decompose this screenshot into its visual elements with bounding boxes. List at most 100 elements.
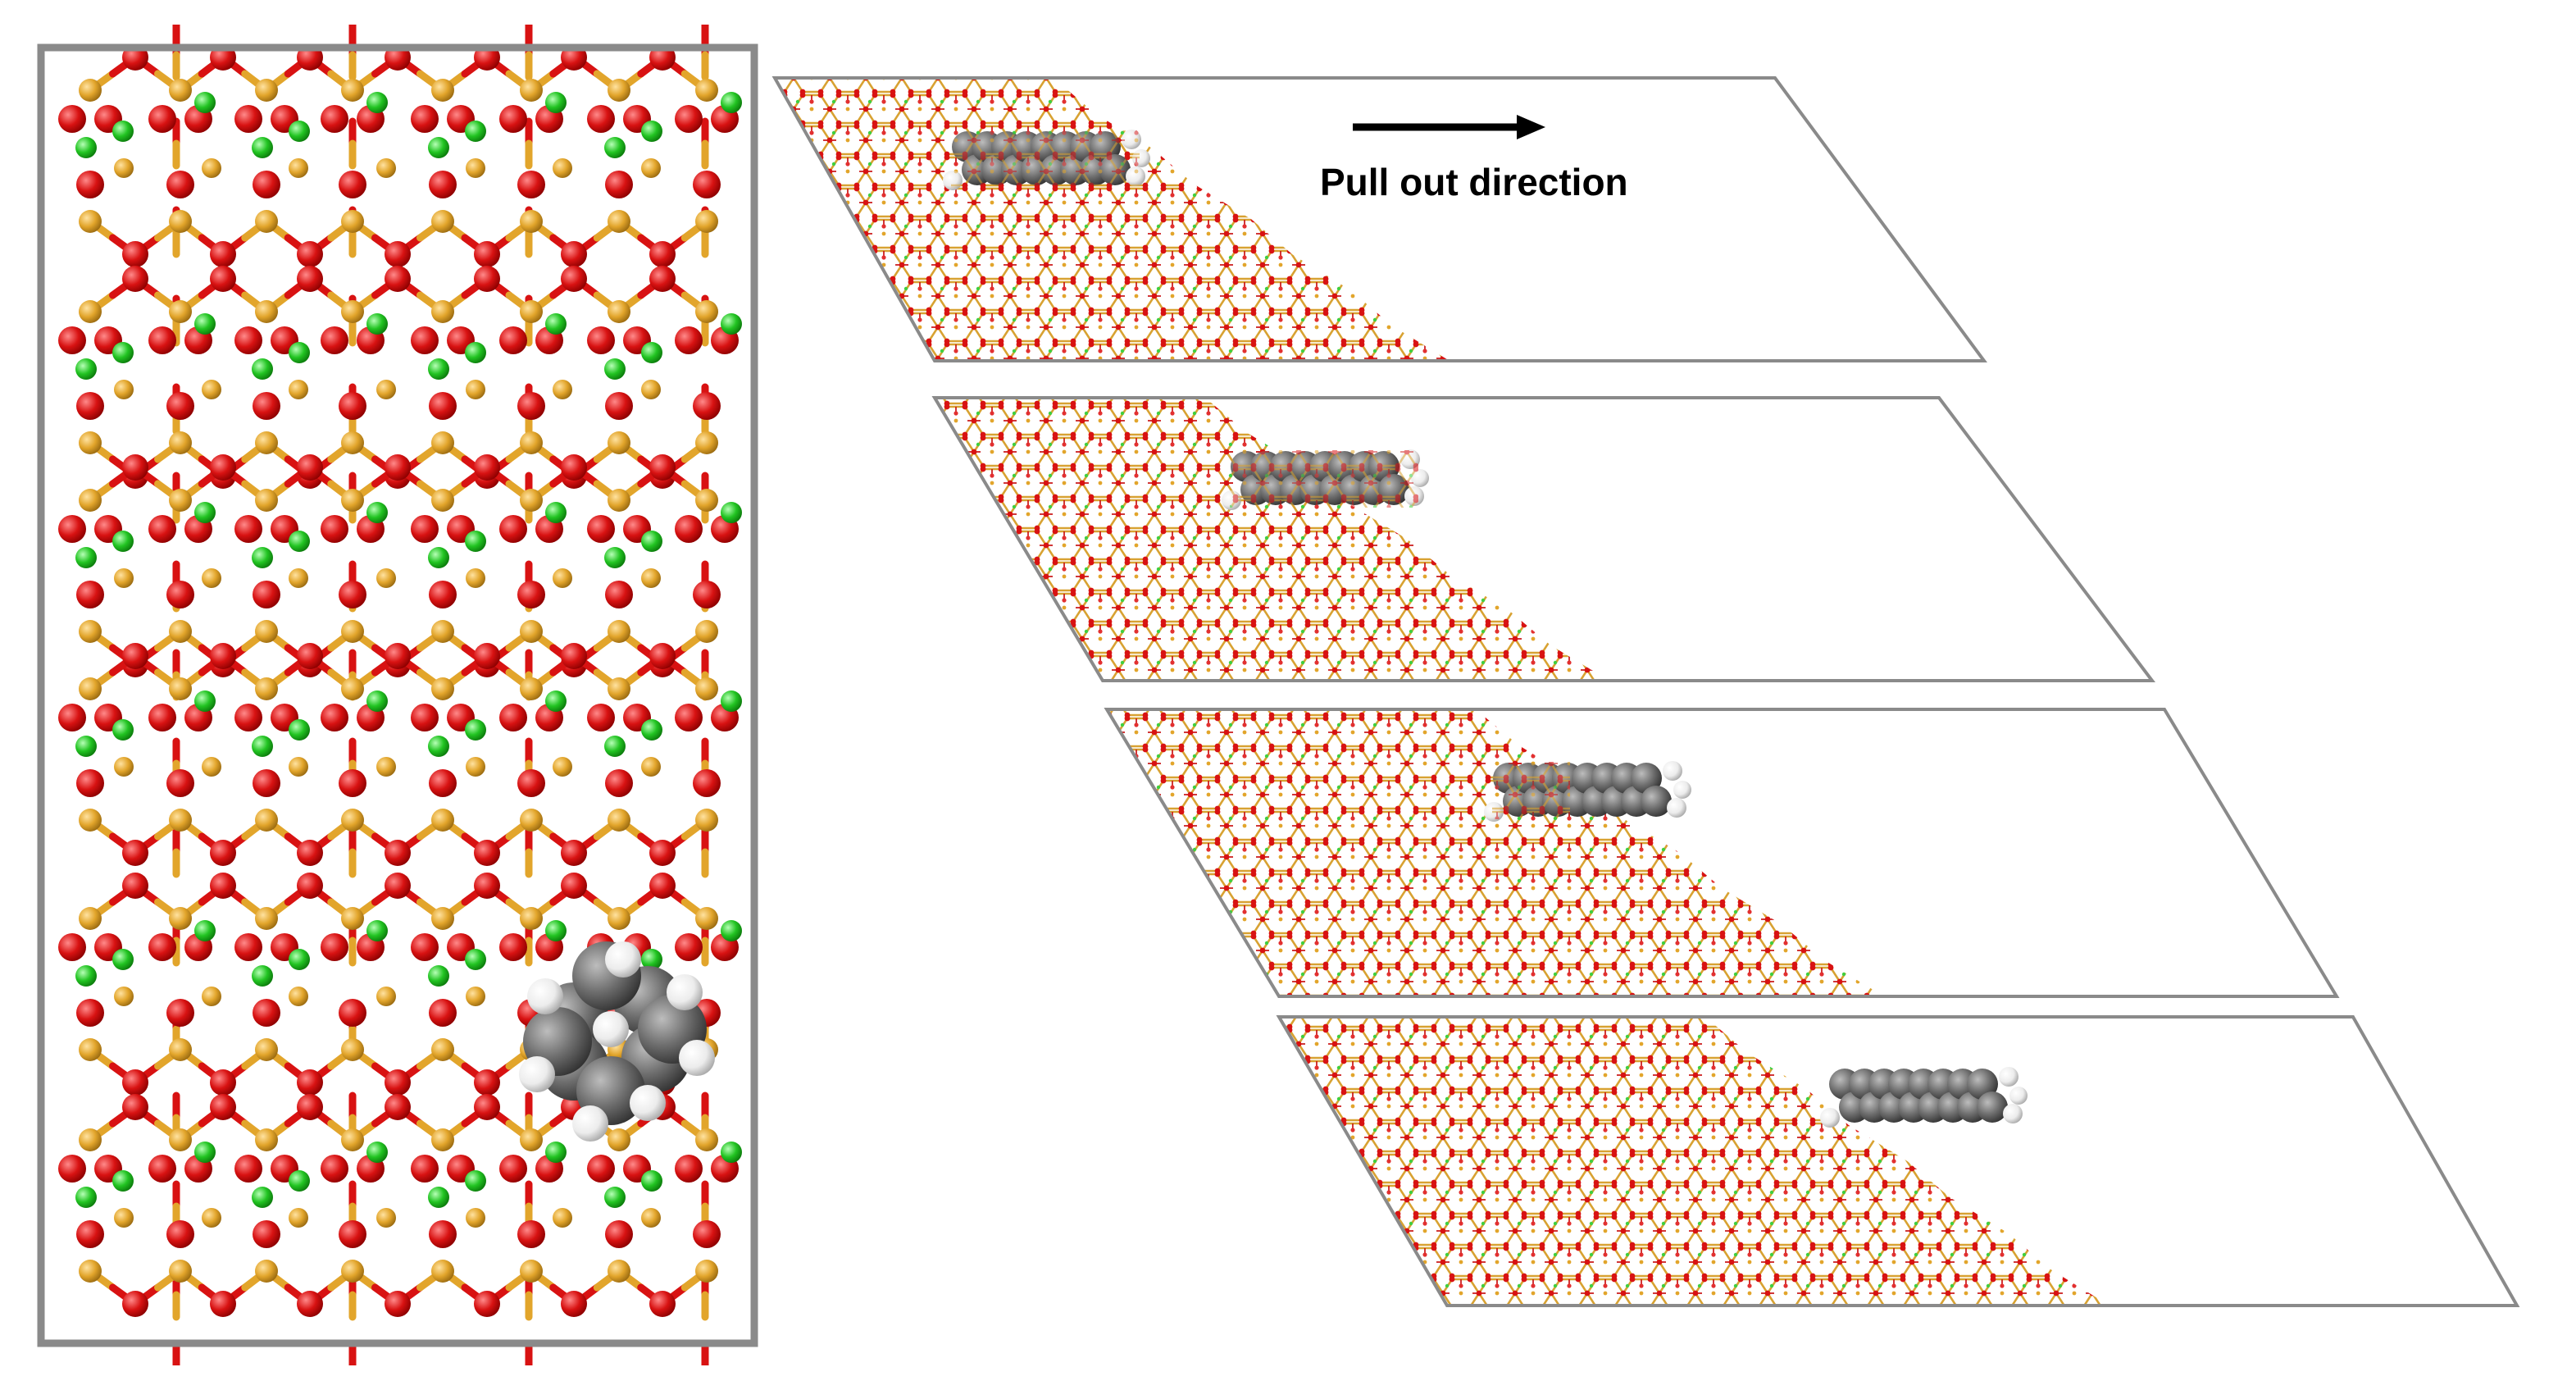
- cation-atom: [545, 313, 567, 335]
- silicon-atom: [695, 300, 718, 323]
- oxygen-atom: [561, 454, 587, 481]
- oxygen-atom: [210, 454, 236, 481]
- silicon-atom: [431, 1260, 454, 1283]
- silicon-atom: [695, 907, 718, 930]
- silicon-atom: [169, 300, 192, 323]
- silicon-atom: [341, 809, 364, 832]
- silicon-atom: [255, 210, 278, 233]
- silicon-atom: [202, 1208, 221, 1228]
- snapshot-panel: [1276, 1015, 2520, 1307]
- silicon-atom: [520, 907, 543, 930]
- silicon-atom: [255, 907, 278, 930]
- silicon-atom: [202, 568, 221, 588]
- cation-atom: [465, 342, 486, 363]
- cation-atom: [194, 920, 216, 941]
- cation-atom: [289, 719, 310, 741]
- silicon-atom: [553, 757, 572, 777]
- oxygen-atom: [76, 999, 104, 1027]
- oxygen-atom: [474, 1094, 500, 1120]
- silicon-atom: [341, 431, 364, 454]
- silicon-atom: [341, 1260, 364, 1283]
- oxygen-atom: [339, 1220, 366, 1248]
- oxygen-atom: [675, 105, 703, 133]
- oxygen-atom: [499, 515, 527, 543]
- cation-atom: [366, 690, 388, 712]
- oxygen-atom: [58, 326, 86, 354]
- silicon-atom: [255, 677, 278, 700]
- silicon-atom: [114, 1208, 134, 1228]
- silicon-atom: [608, 1128, 630, 1151]
- oxygen-atom: [675, 326, 703, 354]
- silicon-atom: [695, 620, 718, 643]
- silicon-atom: [466, 568, 485, 588]
- oxygen-atom: [148, 515, 176, 543]
- oxygen-atom: [474, 241, 500, 267]
- silicon-atom: [341, 300, 364, 323]
- silicon-atom: [289, 380, 308, 399]
- silicon-atom: [169, 907, 192, 930]
- silicon-atom: [553, 568, 572, 588]
- cation-atom: [366, 313, 388, 335]
- cation-atom: [366, 502, 388, 523]
- silicon-atom: [169, 677, 192, 700]
- silicon-atom: [255, 431, 278, 454]
- oxygen-atom: [122, 840, 148, 866]
- oxygen-atom: [166, 171, 194, 198]
- oxygen-atom: [693, 392, 721, 420]
- silicon-atom: [695, 1260, 718, 1283]
- oxygen-atom: [411, 933, 439, 961]
- adsorbed-molecule: [519, 941, 715, 1142]
- silicon-atom: [695, 1128, 718, 1151]
- oxygen-atom: [297, 454, 323, 481]
- oxygen-atom: [429, 999, 457, 1027]
- oxygen-atom: [675, 1155, 703, 1183]
- silicon-atom: [520, 620, 543, 643]
- cation-atom: [366, 920, 388, 941]
- cation-atom: [641, 121, 662, 142]
- silicon-atom: [376, 757, 396, 777]
- silicon-atom: [255, 1038, 278, 1061]
- silicon-atom: [169, 210, 192, 233]
- oxygen-atom: [605, 171, 633, 198]
- cation-atom: [465, 719, 486, 741]
- oxygen-atom: [148, 704, 176, 731]
- oxygen-atom: [411, 326, 439, 354]
- cation-atom: [252, 137, 273, 158]
- silicon-atom: [520, 431, 543, 454]
- silicon-atom: [169, 1260, 192, 1283]
- silicon-atom: [641, 158, 661, 178]
- silicon-atom: [520, 1260, 543, 1283]
- oxygen-atom: [649, 840, 676, 866]
- simulation-cell-border: [1276, 1015, 2520, 1307]
- silicon-atom: [695, 809, 718, 832]
- cation-atom: [194, 313, 216, 335]
- silicon-atom: [255, 620, 278, 643]
- silicon-atom: [641, 380, 661, 399]
- cation-atom: [112, 1170, 134, 1192]
- zeolite-slab: [1107, 709, 1884, 996]
- silicon-atom: [520, 489, 543, 512]
- silicon-atom: [520, 300, 543, 323]
- oxygen-atom: [649, 1291, 676, 1317]
- cation-atom: [545, 690, 567, 712]
- oxygen-atom: [253, 581, 280, 608]
- silicon-atom: [431, 79, 454, 102]
- silicon-atom: [255, 489, 278, 512]
- cation-atom: [428, 1187, 449, 1208]
- cation-atom: [252, 736, 273, 757]
- oxygen-atom: [210, 241, 236, 267]
- cation-atom: [112, 949, 134, 970]
- oxygen-atom: [411, 1155, 439, 1183]
- oxygen-atom: [561, 241, 587, 267]
- oxygen-atom: [122, 1094, 148, 1120]
- cation-atom: [428, 358, 449, 380]
- zeolite-slab: [935, 398, 1609, 681]
- oxygen-atom: [234, 1155, 262, 1183]
- oxygen-atom: [297, 643, 323, 669]
- pulled-molecule: [1820, 1067, 2028, 1128]
- silicon-atom: [79, 431, 102, 454]
- cation-atom: [465, 949, 486, 970]
- cation-atom: [604, 1187, 626, 1208]
- cation-atom: [194, 502, 216, 523]
